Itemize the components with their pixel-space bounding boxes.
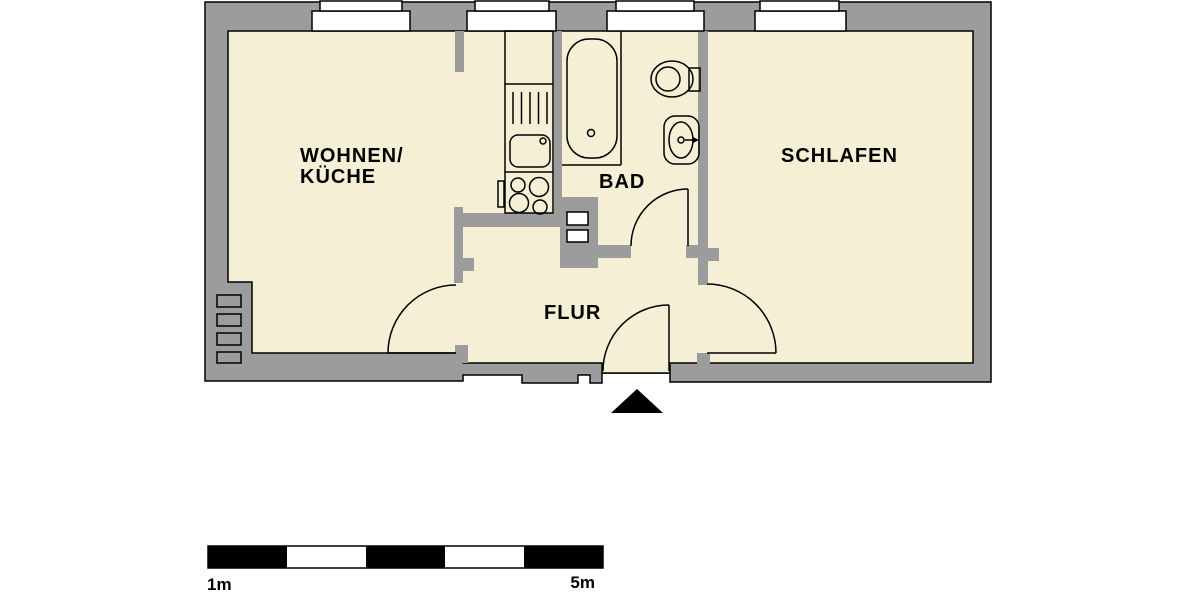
kitchen-counter xyxy=(504,30,554,214)
duct-shafts-icon xyxy=(566,211,589,243)
wall-bath-doorstop xyxy=(686,245,698,258)
floor xyxy=(227,30,974,374)
oven-handle-icon xyxy=(497,180,505,208)
window-living xyxy=(311,0,411,32)
room-label-bad: BAD xyxy=(599,171,645,193)
window-bath xyxy=(606,0,705,32)
bathtub-icon xyxy=(566,38,618,159)
kitchen-drainer-icon xyxy=(512,92,548,124)
scale-label-start: 1m xyxy=(207,575,232,594)
bathroom-fixtures xyxy=(562,31,701,166)
wall-bath-bedroom xyxy=(698,31,708,285)
scale-bar: 1m 5m xyxy=(207,545,604,594)
wall-doorstop-bedroom-side xyxy=(708,248,719,261)
wall-kitchen-south xyxy=(463,213,562,227)
wall-stub-living-door xyxy=(455,345,468,363)
radiator-icon xyxy=(216,294,242,364)
wall-living-kitchen-stub xyxy=(455,31,464,72)
stove-icon xyxy=(508,176,550,215)
toilet-icon xyxy=(650,60,701,98)
door-bath xyxy=(630,188,689,247)
scale-label-end: 5m xyxy=(570,573,595,592)
room-label-wohnen-line1: WOHNEN/ xyxy=(300,145,404,167)
wash-basin-icon xyxy=(663,115,700,165)
kitchen-unit xyxy=(497,30,554,215)
room-label-schlafen: SCHLAFEN xyxy=(781,145,898,167)
windows xyxy=(311,0,847,32)
door-living-room xyxy=(387,284,457,354)
room-label-wohnen-line2: KÜCHE xyxy=(300,165,376,188)
door-bedroom xyxy=(706,283,777,354)
room-label-flur: FLUR xyxy=(544,302,601,324)
doors xyxy=(387,188,777,372)
wall-kitchen-bath xyxy=(554,31,562,227)
wall-doorstop-living xyxy=(463,258,474,271)
window-bedroom xyxy=(754,0,847,32)
kitchen-sink-icon xyxy=(509,134,551,168)
window-kitchen xyxy=(466,0,557,32)
wall-stub-entrance xyxy=(697,353,710,365)
entrance-door xyxy=(602,304,670,372)
entrance-arrow-icon xyxy=(611,389,663,413)
wall-bath-south xyxy=(598,245,631,258)
wall-living-hall xyxy=(454,207,463,283)
